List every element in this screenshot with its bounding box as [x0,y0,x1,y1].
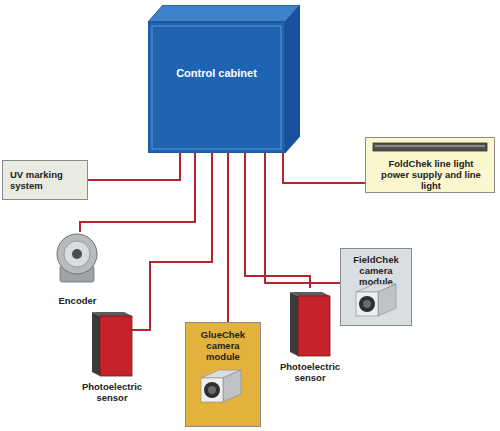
node-label: UV marking system [10,169,82,191]
photoelectric-sensor-node: Photoelectric sensor [290,288,330,356]
node-label: Encoder [35,295,120,306]
node-label: Photoelectric sensor [70,381,154,403]
encoder-symbol [57,234,97,282]
node-label: FoldChek line light power supply and lin… [378,158,484,191]
cable-connector [245,153,310,288]
cable-connector [88,153,180,180]
fieldchek-box: FieldChek camera module [340,248,412,326]
node-label: GlueChek camera module [189,329,257,362]
gluechek-box: GlueChek camera module [185,322,261,427]
uv-marking-box: UV marking system [2,160,88,200]
node-label: Photoelectric sensor [268,361,352,383]
cable-connector [227,153,229,322]
node-label: Control cabinet [148,67,285,80]
cable-connector [80,153,195,232]
encoder-node: Encoder [55,232,100,284]
cable-connector [132,153,212,330]
foldchek-box: FoldChek line light power supply and lin… [365,137,495,193]
node-label: FieldChek camera module [343,254,409,287]
photoelectric-sensor-symbol [290,292,330,356]
line-light-symbol [373,143,487,151]
cable-connector [283,153,365,183]
control-cabinet: Control cabinet [148,5,300,153]
camera-symbol [201,370,241,402]
cable-connector [265,153,340,283]
photoelectric-sensor-node: Photoelectric sensor [92,308,132,376]
camera-symbol [356,284,396,316]
photoelectric-sensor-symbol [92,312,132,376]
